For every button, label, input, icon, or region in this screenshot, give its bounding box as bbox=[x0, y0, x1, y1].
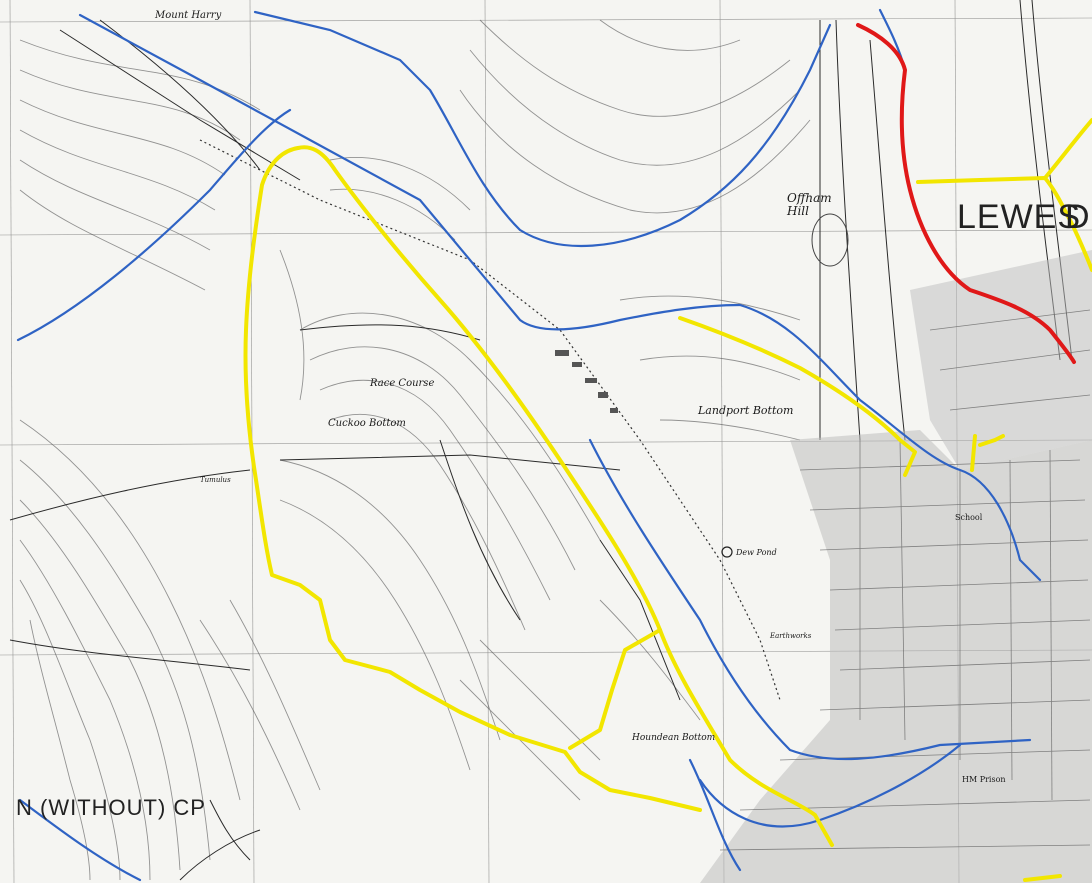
label-hm-prison: HM Prison bbox=[962, 775, 1006, 784]
red-route bbox=[856, 23, 1076, 364]
label-school: School bbox=[955, 513, 983, 522]
pond bbox=[811, 213, 849, 267]
built-up-area bbox=[700, 250, 1092, 883]
yellow-routes bbox=[243, 118, 1092, 882]
field-boundaries bbox=[9, 0, 1073, 881]
racecourse-buildings bbox=[555, 350, 618, 413]
label-landport-bottom: Landport Bottom bbox=[698, 404, 794, 417]
blue-routes bbox=[16, 8, 1042, 882]
label-mount-harry: Mount Harry bbox=[155, 10, 222, 21]
dew-pond-marker bbox=[721, 546, 733, 558]
label-earthworks: Earthworks bbox=[770, 632, 812, 640]
label-tumulus: Tumulus bbox=[200, 476, 231, 484]
label-race-course: Race Course bbox=[370, 378, 435, 389]
dotted-path bbox=[199, 139, 781, 701]
label-cuckoo-bottom: Cuckoo Bottom bbox=[328, 418, 406, 429]
label-lewes: LEWES bbox=[957, 198, 1082, 236]
label-offham-hill: Offham Hill bbox=[787, 191, 832, 218]
label-houndean-bottom: Houndean Bottom bbox=[632, 733, 716, 743]
label-parish: N (WITHOUT) CP bbox=[16, 795, 206, 820]
label-lewes-d: D bbox=[1065, 198, 1091, 236]
label-dew-pond: Dew Pond bbox=[736, 548, 777, 557]
